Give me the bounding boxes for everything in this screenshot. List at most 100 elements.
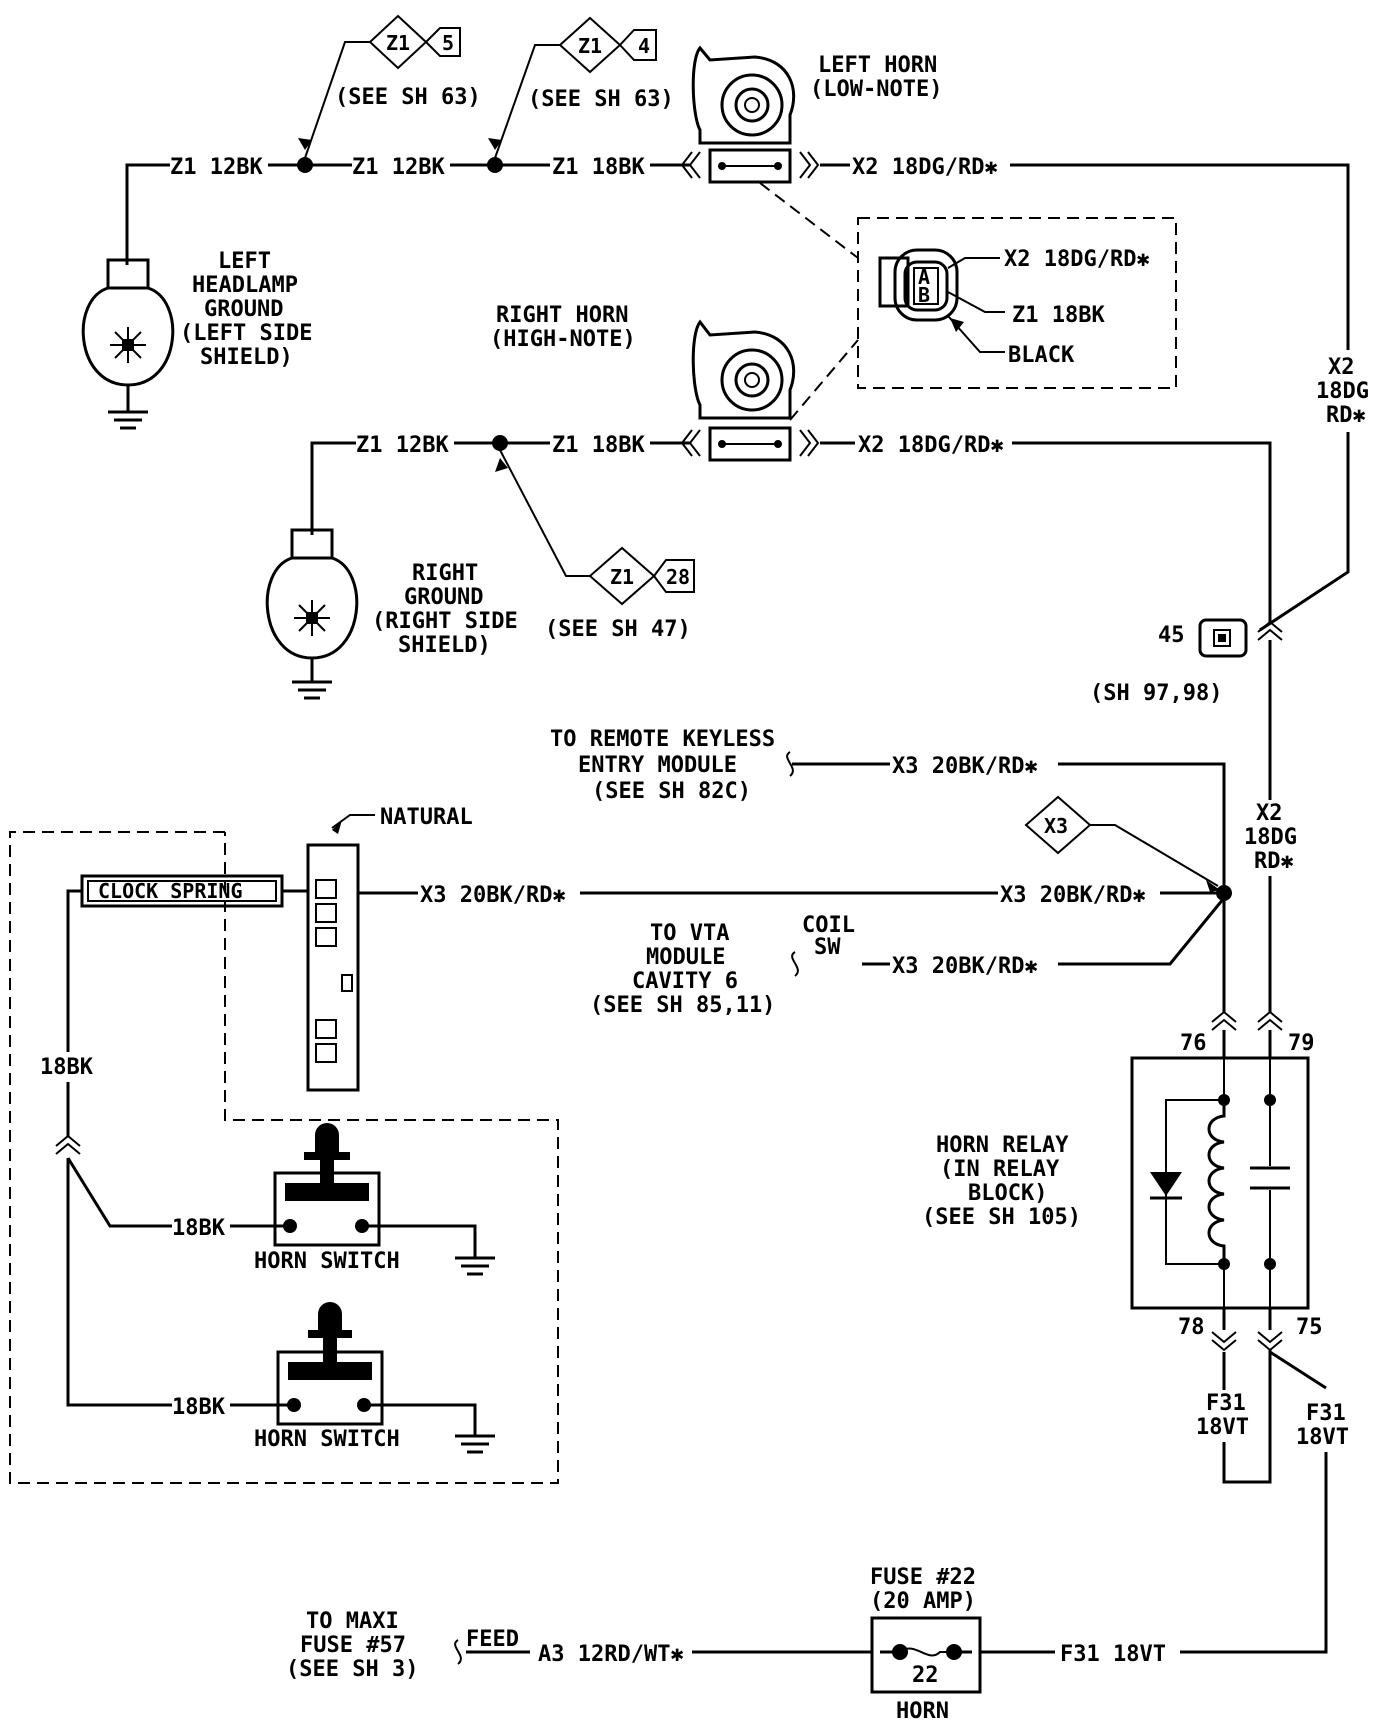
splice-top-2 xyxy=(487,157,503,173)
svg-text:22: 22 xyxy=(912,1663,939,1688)
splice-45: 45 (SH 97,98) xyxy=(1090,618,1283,706)
svg-text:X3 20BK/RD✱: X3 20BK/RD✱ xyxy=(892,754,1038,779)
wire-f31-relay: F31 18VT F31 18VT F31 18VT xyxy=(980,1308,1349,1667)
svg-text:X3 20BK/RD✱: X3 20BK/RD✱ xyxy=(420,883,566,908)
svg-text:FUSE #57: FUSE #57 xyxy=(300,1633,406,1658)
svg-text:X3 20BK/RD✱: X3 20BK/RD✱ xyxy=(1000,883,1146,908)
svg-text:18BK: 18BK xyxy=(172,1216,226,1241)
svg-text:Z1: Z1 xyxy=(610,565,634,589)
svg-text:F31: F31 xyxy=(1206,1391,1246,1416)
svg-text:SW: SW xyxy=(814,935,841,960)
right-ground-label: RIGHT GROUND (RIGHT SIDE SHIELD) xyxy=(372,561,518,658)
svg-text:X3: X3 xyxy=(1044,814,1068,838)
svg-text:TO VTA: TO VTA xyxy=(650,921,729,946)
svg-text:RIGHT HORN: RIGHT HORN xyxy=(496,303,628,328)
right-horn xyxy=(680,319,820,462)
wire-x2-right-horn: X2 18DG/RD✱ xyxy=(820,433,1272,622)
svg-text:FEED: FEED xyxy=(466,1627,519,1652)
svg-text:18VT: 18VT xyxy=(1196,1415,1249,1440)
svg-text:(SEE SH 82C): (SEE SH 82C) xyxy=(592,779,751,804)
svg-text:28: 28 xyxy=(666,565,690,589)
svg-text:CLOCK SPRING: CLOCK SPRING xyxy=(98,879,243,903)
wire-z1-left-ground: Z1 12BK Z1 12BK Z1 18BK xyxy=(125,155,690,265)
svg-text:HORN SWITCH: HORN SWITCH xyxy=(254,1249,400,1274)
svg-text:18DG: 18DG xyxy=(1244,825,1297,850)
svg-text:HORN: HORN xyxy=(896,1699,949,1724)
svg-text:(RIGHT SIDE: (RIGHT SIDE xyxy=(372,609,518,634)
wire-x3-vta: X3 20BK/RD✱ xyxy=(791,897,1226,979)
svg-text:75: 75 xyxy=(1296,1315,1323,1340)
svg-text:Z1 12BK: Z1 12BK xyxy=(170,155,263,180)
svg-text:A: A xyxy=(918,265,930,289)
wire-x3-to-relay xyxy=(1211,900,1237,1058)
svg-text:18BK: 18BK xyxy=(172,1395,226,1420)
wire-a3-feed: A3 12RD/WT✱ FEED xyxy=(454,1627,872,1667)
vta-label: TO VTA MODULE CAVITY 6 (SEE SH 85,11) CO… xyxy=(590,913,855,1018)
rke-label: TO REMOTE KEYLESS ENTRY MODULE (SEE SH 8… xyxy=(550,727,775,804)
svg-text:B: B xyxy=(918,283,930,307)
wire-z1-right-ground: Z1 12BK Z1 18BK xyxy=(310,433,690,535)
svg-text:(LOW-NOTE): (LOW-NOTE) xyxy=(810,77,942,102)
left-horn-label: LEFT HORN (LOW-NOTE) xyxy=(810,53,942,102)
svg-text:SHIELD): SHIELD) xyxy=(398,633,491,658)
svg-text:(HIGH-NOTE): (HIGH-NOTE) xyxy=(490,327,636,352)
wire-x2-left-horn: X2 18DG/RD✱ X2 18DG RD✱ xyxy=(820,155,1369,632)
svg-text:(LEFT SIDE: (LEFT SIDE xyxy=(180,321,312,346)
ref-x3: X3 xyxy=(1024,795,1220,892)
svg-text:(20 AMP): (20 AMP) xyxy=(870,1589,976,1614)
svg-text:(SEE SH 47): (SEE SH 47) xyxy=(545,617,691,642)
svg-text:GROUND: GROUND xyxy=(404,585,483,610)
svg-text:(SEE SH 3): (SEE SH 3) xyxy=(286,1657,418,1682)
wire-x3-rke: X3 20BK/RD✱ xyxy=(786,751,1226,890)
svg-text:RIGHT: RIGHT xyxy=(412,561,478,586)
horn-connector-detail: A B X2 18DG/RD✱ Z1 18BK BLACK xyxy=(759,182,1177,421)
horn-switch-2: 18BK HORN SWITCH xyxy=(172,1302,495,1454)
svg-text:Z1 18BK: Z1 18BK xyxy=(552,155,645,180)
svg-text:NATURAL: NATURAL xyxy=(380,805,473,830)
svg-text:BLACK: BLACK xyxy=(1008,343,1075,368)
svg-text:76: 76 xyxy=(1180,1031,1207,1056)
svg-text:GROUND: GROUND xyxy=(204,297,283,322)
svg-text:Z1 12BK: Z1 12BK xyxy=(356,433,449,458)
svg-text:LEFT: LEFT xyxy=(218,249,271,274)
svg-text:HORN RELAY: HORN RELAY xyxy=(936,1133,1069,1158)
svg-text:RD✱: RD✱ xyxy=(1254,849,1294,874)
right-ground xyxy=(265,528,359,700)
svg-text:X2: X2 xyxy=(1328,355,1355,380)
svg-text:Z1 12BK: Z1 12BK xyxy=(352,155,445,180)
left-ground-label: LEFT HEADLAMP GROUND (LEFT SIDE SHIELD) xyxy=(180,249,312,370)
svg-text:79: 79 xyxy=(1288,1031,1315,1056)
ref-z1-4: Z1 4 (SEE SH 63) xyxy=(488,16,674,159)
svg-text:4: 4 xyxy=(638,34,650,58)
horn-relay: 76 79 78 75 xyxy=(1130,1031,1323,1340)
svg-text:(SEE SH 63): (SEE SH 63) xyxy=(528,87,674,112)
ref-z1-5: Z1 5 (SEE SH 63) xyxy=(298,14,481,159)
svg-text:MODULE: MODULE xyxy=(646,945,725,970)
ref-z1-28: Z1 28 (SEE SH 47) xyxy=(495,449,695,642)
wire-18bk-clock-spring: 18BK xyxy=(40,889,172,1407)
wire-x3-clock-spring: X3 20BK/RD✱ X3 20BK/RD✱ xyxy=(358,883,1224,908)
svg-text:(SH 97,98): (SH 97,98) xyxy=(1090,681,1222,706)
svg-text:(SEE SH 63): (SEE SH 63) xyxy=(335,85,481,110)
svg-text:18DG: 18DG xyxy=(1316,379,1369,404)
svg-text:Z1: Z1 xyxy=(386,31,410,55)
svg-text:LEFT HORN: LEFT HORN xyxy=(818,53,937,78)
horn-relay-label: HORN RELAY (IN RELAY BLOCK) (SEE SH 105) xyxy=(922,1133,1081,1230)
svg-text:18VT: 18VT xyxy=(1296,1425,1349,1450)
splice-top-1 xyxy=(297,157,313,173)
svg-text:(SEE SH 105): (SEE SH 105) xyxy=(922,1205,1081,1230)
svg-text:CAVITY 6: CAVITY 6 xyxy=(632,969,738,994)
svg-text:FUSE #22: FUSE #22 xyxy=(870,1565,976,1590)
right-horn-label: RIGHT HORN (HIGH-NOTE) xyxy=(490,303,636,352)
svg-text:TO MAXI: TO MAXI xyxy=(306,1609,399,1634)
svg-text:ENTRY MODULE: ENTRY MODULE xyxy=(578,753,737,778)
horn-switch-1: 18BK HORN SWITCH xyxy=(172,1123,495,1276)
svg-text:45: 45 xyxy=(1158,623,1185,648)
svg-text:Z1 18BK: Z1 18BK xyxy=(1012,303,1105,328)
fuse-22: FUSE #22 (20 AMP) 22 HORN xyxy=(870,1565,982,1724)
svg-text:X2 18DG/RD✱: X2 18DG/RD✱ xyxy=(858,433,1004,458)
svg-text:X2 18DG/RD✱: X2 18DG/RD✱ xyxy=(852,155,998,180)
svg-text:X2: X2 xyxy=(1256,801,1283,826)
svg-text:BLOCK): BLOCK) xyxy=(968,1181,1047,1206)
